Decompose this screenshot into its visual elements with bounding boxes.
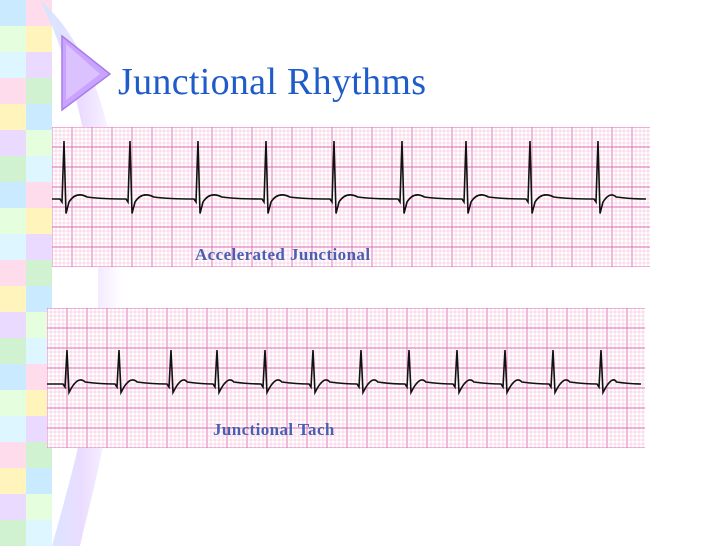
strip-label-accelerated-junctional: Accelerated Junctional — [195, 245, 371, 264]
decorative-tile — [0, 156, 26, 182]
decorative-tile — [0, 364, 26, 390]
ecg-waveform-accelerated-junctional — [52, 140, 647, 214]
decorative-tile — [26, 52, 52, 78]
decorative-tile — [0, 0, 26, 26]
decorative-tile — [0, 130, 26, 156]
decorative-tile — [26, 182, 52, 208]
decorative-tile — [0, 494, 26, 520]
decorative-tile — [26, 468, 52, 494]
ecg-grid — [47, 308, 645, 448]
ecg-strip-junctional-tach: Junctional Tach — [47, 308, 645, 448]
decorative-tile — [0, 78, 26, 104]
decorative-tile — [0, 286, 26, 312]
decorative-tile — [0, 416, 26, 442]
ecg-trace-accelerated-junctional — [52, 127, 650, 267]
decorative-tile — [0, 468, 26, 494]
arrow-right-icon — [61, 34, 112, 112]
decorative-tile — [26, 208, 52, 234]
decorative-tile — [26, 26, 52, 52]
ecg-strip-accelerated-junctional: Accelerated Junctional — [52, 127, 650, 267]
decorative-tile — [0, 26, 26, 52]
decorative-tile — [0, 312, 26, 338]
decorative-tile — [0, 234, 26, 260]
strip-label-junctional-tach: Junctional Tach — [213, 420, 335, 439]
decorative-tile — [26, 520, 52, 546]
decorative-tile — [0, 260, 26, 286]
slide-title: Junctional Rhythms — [118, 61, 427, 103]
decorative-tile — [0, 338, 26, 364]
ecg-waveform-junctional-tach — [47, 349, 642, 396]
decorative-tile-strip — [0, 0, 52, 546]
decorative-tile — [0, 182, 26, 208]
decorative-tile — [0, 208, 26, 234]
decorative-tile — [0, 52, 26, 78]
decorative-tile — [26, 234, 52, 260]
decorative-tile — [26, 260, 52, 286]
decorative-tile — [26, 494, 52, 520]
decorative-tile — [0, 442, 26, 468]
decorative-tile — [26, 130, 52, 156]
ecg-grid — [52, 127, 650, 267]
ecg-trace-junctional-tach — [47, 308, 645, 448]
decorative-tile — [0, 390, 26, 416]
decorative-tile — [0, 520, 26, 546]
decorative-tile — [26, 156, 52, 182]
decorative-tile — [0, 104, 26, 130]
decorative-tile — [26, 104, 52, 130]
decorative-tile — [26, 78, 52, 104]
